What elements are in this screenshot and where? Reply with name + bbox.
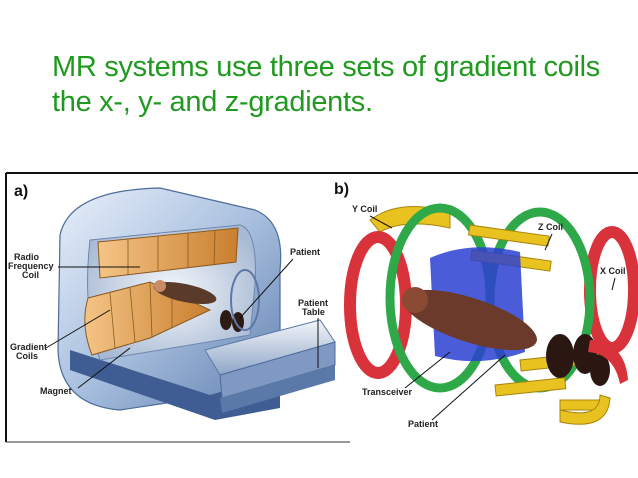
y-coil-front [559, 394, 611, 425]
rf-coil [97, 227, 239, 279]
callout-magnet: Magnet [40, 347, 131, 396]
callout-transceiver: Transceiver [362, 351, 451, 397]
svg-text:Frequency: Frequency [8, 261, 54, 271]
svg-text:Y Coil: Y Coil [352, 204, 377, 214]
callout-radio-frequency-coil: Radio Frequency Coil [8, 252, 140, 280]
svg-text:Gradient: Gradient [10, 342, 47, 352]
mri-gradient-coils-figure: a) [5, 172, 638, 443]
panel-a-mri-scanner: a) [8, 183, 336, 420]
svg-text:Table: Table [302, 307, 325, 317]
svg-text:Z Coil: Z Coil [538, 222, 563, 232]
callout-patient-a: Patient [239, 247, 320, 319]
callout-z-coil: Z Coil [538, 222, 563, 251]
callout-patient-table: Patient Table [298, 298, 328, 368]
svg-text:Radio: Radio [14, 252, 40, 262]
svg-text:Patient: Patient [408, 419, 438, 429]
svg-text:Magnet: Magnet [40, 386, 72, 396]
svg-text:X Coil: X Coil [600, 266, 626, 276]
patient-figure-a [153, 280, 244, 332]
x-coil-front [588, 340, 628, 384]
callout-gradient-coils: Gradient Coils [10, 309, 111, 361]
panel-b-label: b) [334, 181, 349, 198]
bore-opening [230, 269, 260, 331]
panel-a-label: a) [14, 183, 28, 200]
svg-text:Coil: Coil [22, 270, 39, 280]
svg-text:Coils: Coils [16, 351, 38, 361]
callout-y-coil: Y Coil [352, 204, 393, 229]
callout-x-coil: X Coil [600, 266, 626, 291]
panel-b-gradient-coil-diagram: b) Y Coil [334, 181, 638, 429]
svg-text:Transceiver: Transceiver [362, 387, 413, 397]
svg-text:Patient: Patient [298, 298, 328, 308]
patient-table-base [220, 365, 335, 413]
svg-text:Patient: Patient [290, 247, 320, 257]
callout-patient-b: Patient [408, 354, 506, 429]
rf-coil-segments [127, 229, 216, 275]
slide-title: MR systems use three sets of gradient co… [52, 51, 600, 118]
